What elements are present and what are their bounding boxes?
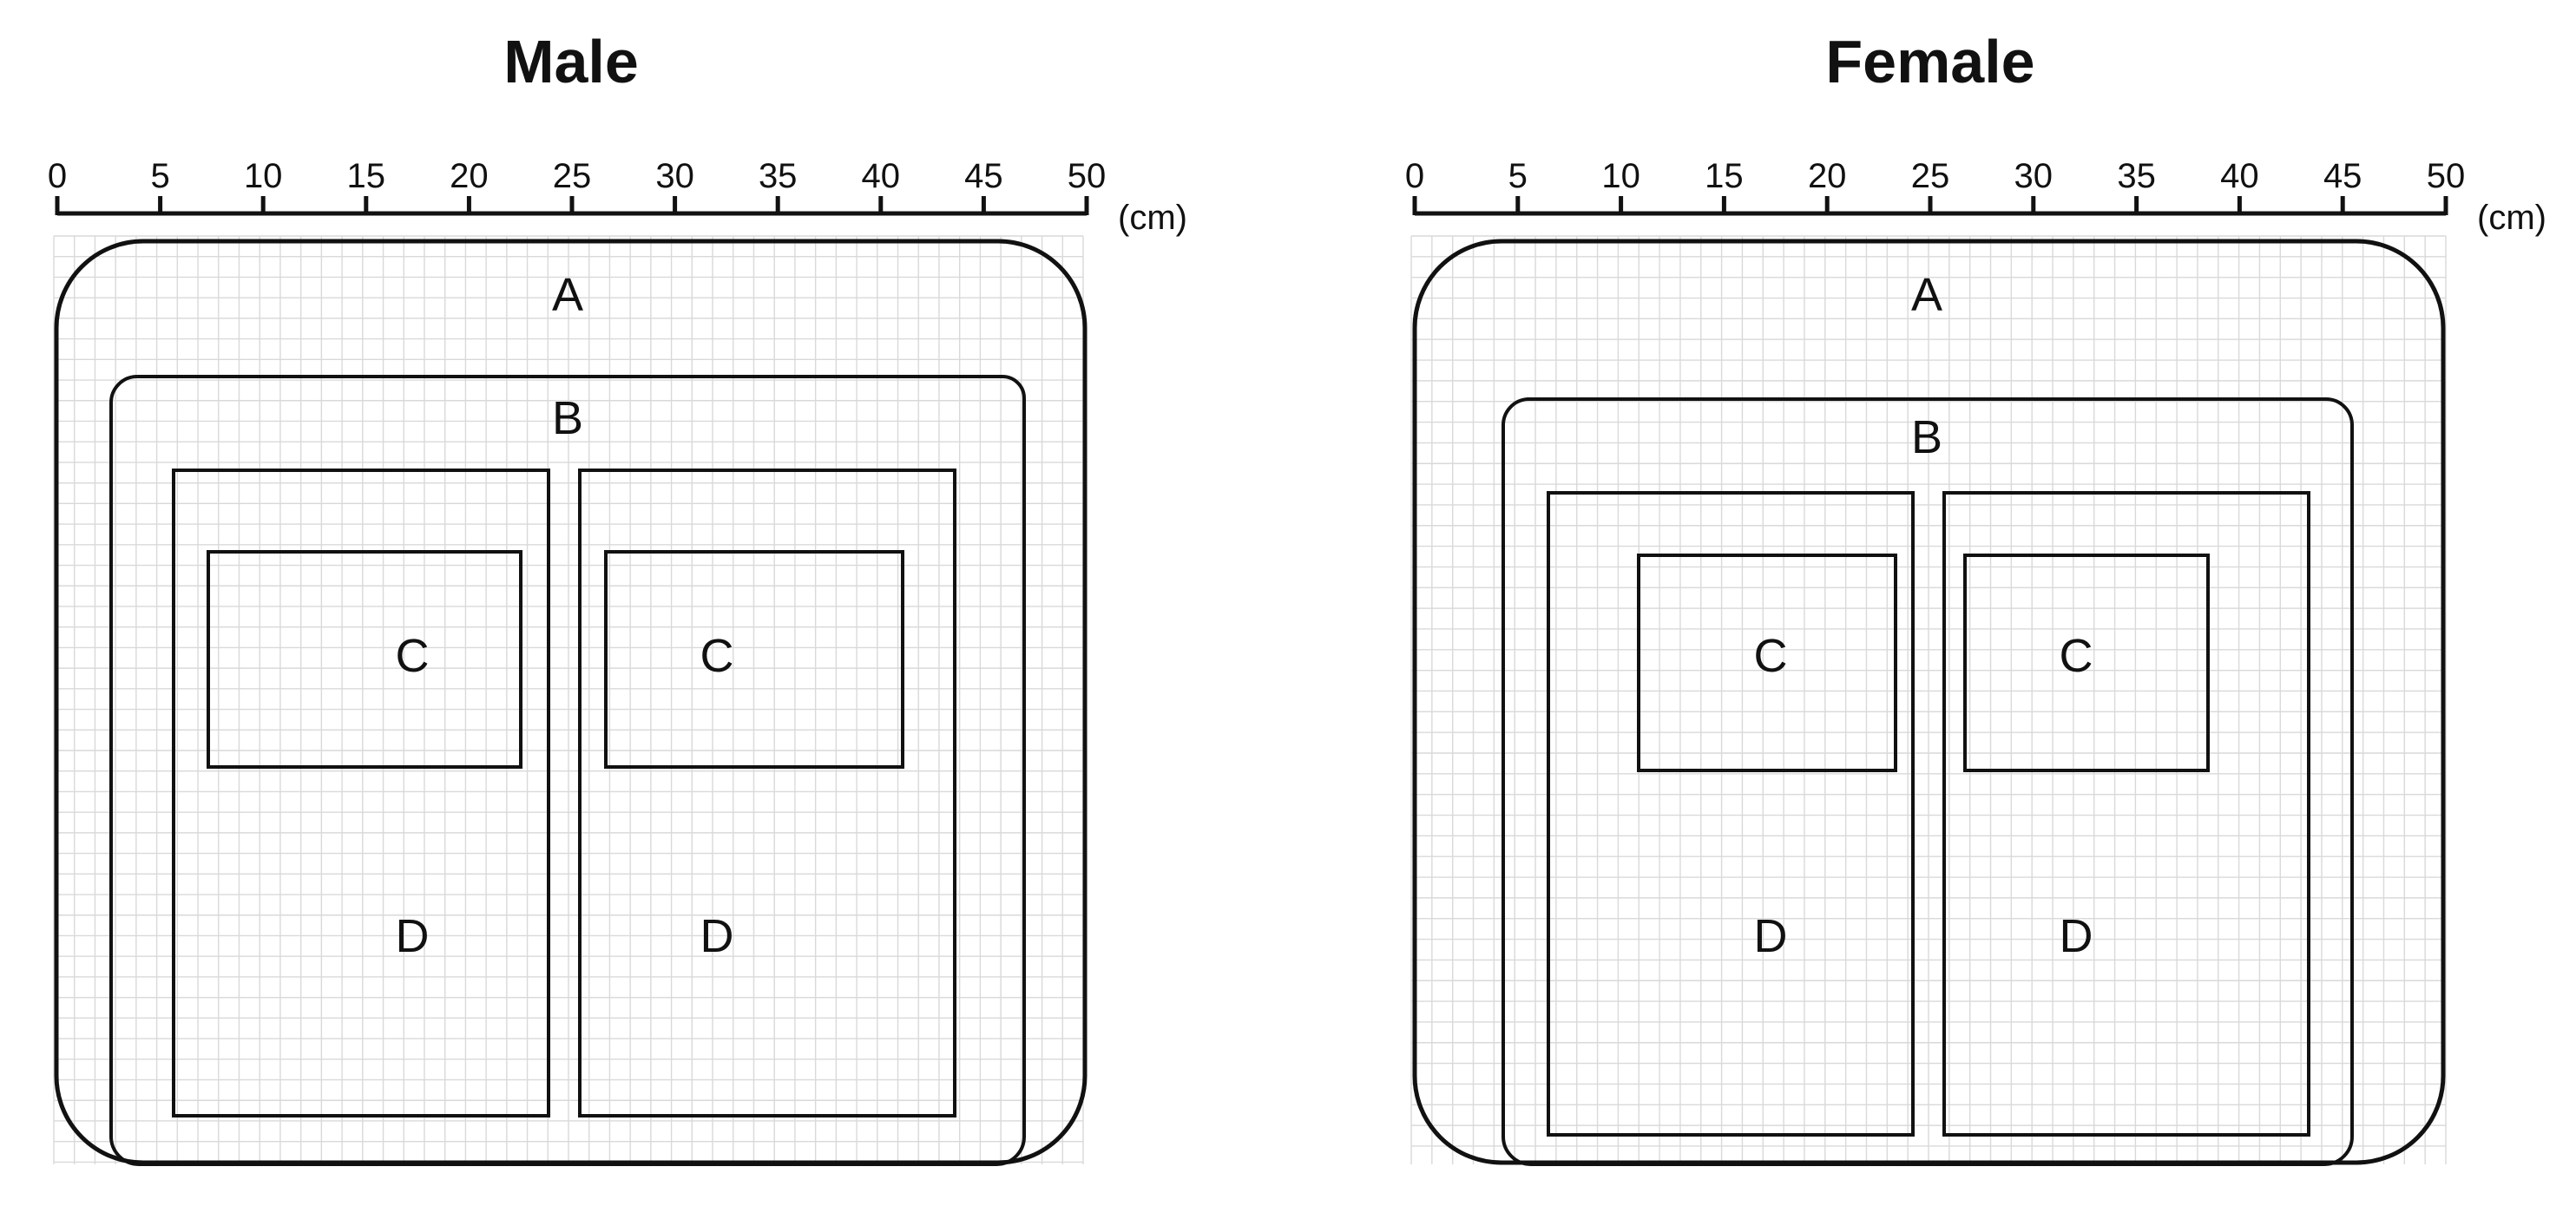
ruler-tick-label: 30 [655, 157, 694, 195]
unit-label-male: (cm) [1118, 199, 1187, 237]
ruler-tick-label: 35 [2117, 157, 2156, 195]
ruler-tick-label: 20 [450, 157, 489, 195]
panel-male: Male 0 5 10 15 20 25 30 35 40 45 50 (cm) A B C C D… [48, 28, 1187, 1166]
ruler-tick-label: 40 [862, 157, 901, 195]
unit-label-female: (cm) [2477, 199, 2546, 237]
ruler-tick-label: 10 [1601, 157, 1640, 195]
ruler-tick-label: 20 [1808, 157, 1847, 195]
panel-title-female: Female [1825, 28, 2034, 95]
region-label-c-female-right: C [2060, 630, 2093, 682]
region-label-a-female: A [1911, 269, 1942, 321]
ruler-tick-label: 25 [553, 157, 592, 195]
region-a-outline-male [54, 239, 1088, 1165]
ruler-tick-label: 5 [1508, 157, 1528, 195]
region-label-a-male: A [552, 269, 583, 321]
ruler-tick-label: 5 [150, 157, 169, 195]
panel-female: Female 0 5 10 15 20 25 30 35 40 45 50 (cm) A B C C… [1405, 28, 2546, 1166]
region-a-outline-female [1412, 239, 2446, 1165]
region-label-d-female-right: D [2060, 910, 2093, 962]
ruler-tick-label: 10 [244, 157, 283, 195]
ruler-tick-label: 50 [2427, 157, 2466, 195]
ruler-tick-label: 15 [347, 157, 386, 195]
ruler-tick-label: 50 [1068, 157, 1107, 195]
region-c-outline-female-right [1963, 554, 2210, 772]
region-b-outline-female [1501, 397, 2354, 1166]
ruler-tick-label: 15 [1705, 157, 1744, 195]
ruler-tick-label: 40 [2220, 157, 2259, 195]
region-c-outline-female-left [1637, 554, 1897, 772]
region-d-outline-female-right [1942, 491, 2310, 1137]
ruler-tick-label: 35 [759, 157, 798, 195]
ruler-male: 0 5 10 15 20 25 30 35 40 45 50 (cm) [48, 157, 1187, 237]
ruler-ticks-male: 0 5 10 15 20 25 30 35 40 45 50 [48, 157, 1106, 215]
ruler-tick-label: 0 [1405, 157, 1424, 195]
region-label-c-male-left: C [396, 630, 430, 682]
region-d-outline-male-right [578, 469, 956, 1118]
region-label-d-female-left: D [1754, 910, 1788, 962]
region-label-d-male-right: D [700, 910, 734, 962]
region-label-b-male: B [552, 392, 583, 444]
ruler-tick-label: 0 [48, 157, 67, 195]
ruler-tick-label: 30 [2014, 157, 2054, 195]
grid-male [53, 235, 1084, 1164]
region-label-b-female: B [1911, 411, 1942, 463]
region-d-outline-female-left [1547, 491, 1915, 1137]
ruler-female: 0 5 10 15 20 25 30 35 40 45 50 (cm) [1405, 157, 2546, 237]
grid-female [1410, 235, 2447, 1164]
region-b-outline-male [109, 375, 1026, 1166]
ruler-tick-label: 45 [2323, 157, 2362, 195]
region-label-d-male-left: D [396, 910, 430, 962]
ruler-ticks-female: 0 5 10 15 20 25 30 35 40 45 50 [1405, 157, 2465, 215]
ruler-tick-label: 45 [964, 157, 1003, 195]
panel-title-male: Male [503, 28, 639, 95]
ruler-tick-label: 25 [1911, 157, 1950, 195]
region-label-c-male-right: C [700, 630, 734, 682]
region-label-c-female-left: C [1754, 630, 1788, 682]
region-d-outline-male-left [172, 469, 550, 1118]
region-c-outline-male-right [604, 550, 904, 769]
region-c-outline-male-left [207, 550, 522, 769]
